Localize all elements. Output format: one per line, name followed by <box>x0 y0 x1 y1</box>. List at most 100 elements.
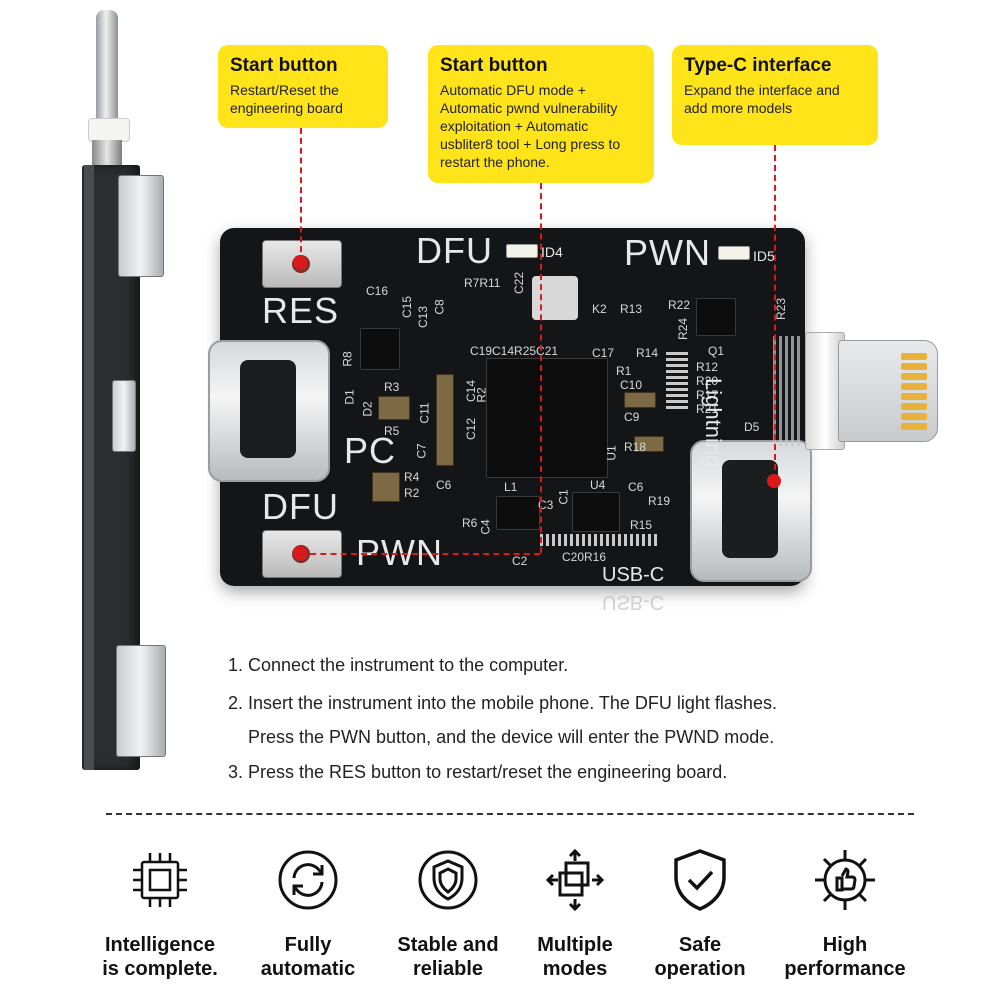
silk-c2: C2 <box>512 554 528 568</box>
silk-r20: R20 <box>696 374 719 388</box>
silk-k2: K2 <box>592 302 607 316</box>
label-dfu-top: DFU <box>416 230 493 271</box>
leader-pwn-dot <box>293 546 307 560</box>
divider <box>106 813 914 815</box>
silk-r24: R24 <box>676 317 691 341</box>
label-usbc: USB-C <box>602 564 665 586</box>
resistor-r1 <box>624 392 656 408</box>
silk-c1: C1 <box>556 489 571 505</box>
callout-pwn-text: Automatic DFU mode + Automatic pwnd vuln… <box>440 82 621 170</box>
silk-c16: C16 <box>366 284 389 298</box>
callout-typec-title: Type-C interface <box>684 55 832 76</box>
label-usbc-reflection: USB-C <box>602 591 665 613</box>
leader-pwn-horizontal <box>300 553 540 555</box>
silk-c4: C4 <box>478 519 493 535</box>
silk-r2b: R2 <box>404 486 420 500</box>
silk-c6b: C6 <box>628 480 644 494</box>
feature-label: Stable and reliable <box>397 934 499 980</box>
callout-res: Start button Restart/Reset the engineeri… <box>218 45 388 128</box>
dfu-led <box>506 244 538 258</box>
feature-label: High performance <box>784 934 906 980</box>
callout-typec: Type-C interface Expand the interface an… <box>672 45 878 145</box>
feature-intelligence: Intelligence is complete. <box>90 845 230 981</box>
silk-q1: Q1 <box>708 344 725 358</box>
crystal-oscillator <box>532 276 578 320</box>
silk-c12: C12 <box>464 417 479 441</box>
resistor-r3-r5 <box>378 396 410 420</box>
silk-r1: R1 <box>616 364 632 378</box>
feature-label: Intelligence is complete. <box>102 934 218 980</box>
silk-r22: R22 <box>668 298 691 312</box>
label-id5: ID5 <box>753 248 775 264</box>
lightning-connector[interactable] <box>838 340 938 442</box>
leader-typec <box>774 145 776 480</box>
pogo-pin-shaft <box>96 10 118 120</box>
main-processor-chip <box>486 358 608 478</box>
inductor-l1 <box>496 496 540 530</box>
step-1: 1. Connect the instrument to the compute… <box>228 655 569 675</box>
gear-thumb-icon <box>775 845 915 915</box>
silk-r12: R12 <box>696 360 719 374</box>
label-id4: ID4 <box>541 244 563 260</box>
silk-c15: C15 <box>400 295 415 319</box>
side-port-bottom <box>116 645 166 757</box>
silk-r15: R15 <box>630 518 653 532</box>
silk-c19: C19C14R25C21 <box>470 344 559 358</box>
silk-r4: R4 <box>404 470 420 484</box>
silk-d2: D2 <box>360 401 375 417</box>
silk-c22: C22 <box>512 271 527 295</box>
side-port-top <box>118 175 164 277</box>
pin-header-r <box>666 352 688 412</box>
callout-res-title: Start button <box>230 55 338 76</box>
lightning-pin-header <box>773 336 803 446</box>
silk-r3: R3 <box>384 380 400 394</box>
step-2: 2. Insert the instrument into the mobile… <box>228 693 777 713</box>
silk-c10: C10 <box>620 378 643 392</box>
label-pc: PC <box>344 430 397 471</box>
silk-c8: C8 <box>432 299 447 315</box>
step-3: 3. Press the RES button to restart/reset… <box>228 762 728 782</box>
silk-r2: R2 <box>474 387 489 403</box>
step-2-continued: Press the PWN button, and the device wil… <box>248 727 775 747</box>
callout-pwn-title: Start button <box>440 55 548 76</box>
chip-icon <box>90 845 230 915</box>
usbc-port-pc[interactable] <box>208 340 330 482</box>
silk-r6: R6 <box>462 516 478 530</box>
resistor-r18 <box>634 436 664 452</box>
silk-r8: R8 <box>340 351 355 367</box>
silk-r23: R23 <box>774 297 789 321</box>
silk-u1: U1 <box>604 445 619 461</box>
label-dfu-bottom: DFU <box>262 486 339 527</box>
feature-multiple: Multiple modes <box>505 845 645 981</box>
feature-label: Fully automatic <box>260 934 356 980</box>
silk-c11: C11 <box>417 402 432 424</box>
capacitor-array <box>436 374 454 466</box>
silk-c9: C9 <box>624 410 640 424</box>
leader-res-dot <box>293 255 307 269</box>
side-port-middle <box>112 380 136 452</box>
ic-q1 <box>696 298 736 336</box>
silk-r18: R18 <box>624 440 647 454</box>
pogo-pin-base <box>92 140 122 165</box>
check-shield-icon <box>630 845 770 915</box>
pogo-pin-ring <box>88 118 130 142</box>
pwn-led <box>718 246 750 260</box>
silk-c13: C13 <box>416 305 431 329</box>
silk-r19: R19 <box>648 494 671 508</box>
silk-c7: C7 <box>414 443 429 459</box>
feature-performance: High performance <box>775 845 915 981</box>
feature-safe: Safe operation <box>630 845 770 981</box>
silk-d1: D1 <box>342 389 357 405</box>
feature-stable: Stable and reliable <box>378 845 518 981</box>
multi-mode-icon <box>505 845 645 915</box>
label-res: RES <box>262 290 340 331</box>
leader-typec-dot <box>767 474 781 488</box>
shield-icon <box>378 845 518 915</box>
silk-r13: R13 <box>620 302 643 316</box>
silk-r14: R14 <box>636 346 659 360</box>
ic-regulator <box>360 328 400 370</box>
feature-label: Safe operation <box>654 934 746 980</box>
silk-l1: L1 <box>504 480 518 494</box>
silk-r7r11: R7R11 <box>464 276 501 290</box>
silk-c6: C6 <box>436 478 452 492</box>
